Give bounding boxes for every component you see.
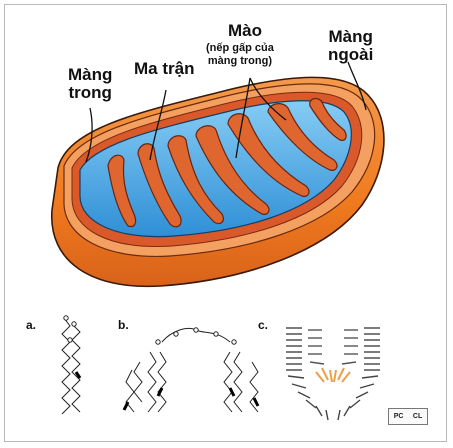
cristae — [107, 97, 347, 228]
panel-label-c: c. — [258, 318, 269, 332]
lipid-structure-a — [61, 315, 82, 415]
lipid-structure-b — [122, 327, 260, 413]
crista-3 — [167, 135, 224, 225]
crista-2 — [137, 143, 182, 228]
bilayer-left-arm — [286, 327, 329, 421]
label-outer-membrane: Màng ngoài — [328, 27, 374, 64]
leader-lines — [85, 61, 367, 163]
label-inner-membrane: Màng trong — [68, 65, 113, 102]
crista-4 — [195, 125, 270, 215]
lipid-legend: PC CL — [388, 408, 428, 425]
leader-cristae-a — [249, 77, 287, 121]
label-cristae-note: (nếp gấp của màng trong) — [206, 42, 274, 67]
bilayer-structure-c — [286, 327, 380, 421]
label-cristae: Mào — [228, 21, 262, 40]
leader-cristae-b — [235, 77, 251, 159]
legend-pc: PC — [393, 413, 404, 420]
cardiolipin-heads — [315, 367, 351, 383]
bilayer-inner-tails — [308, 329, 358, 365]
bilayer-right-arm — [337, 327, 380, 421]
leader-matrix — [149, 89, 167, 161]
crista-1 — [107, 154, 137, 228]
legend-cl: CL — [412, 413, 423, 420]
leader-inner-membrane — [85, 107, 93, 163]
mitochondrion — [51, 76, 385, 288]
label-matrix: Ma trận — [134, 59, 195, 78]
crista-7 — [309, 97, 347, 141]
panel-label-b: b. — [118, 318, 129, 332]
crista-6 — [267, 103, 338, 171]
leader-outer-membrane — [347, 61, 367, 111]
panel-label-a: a. — [26, 318, 37, 332]
